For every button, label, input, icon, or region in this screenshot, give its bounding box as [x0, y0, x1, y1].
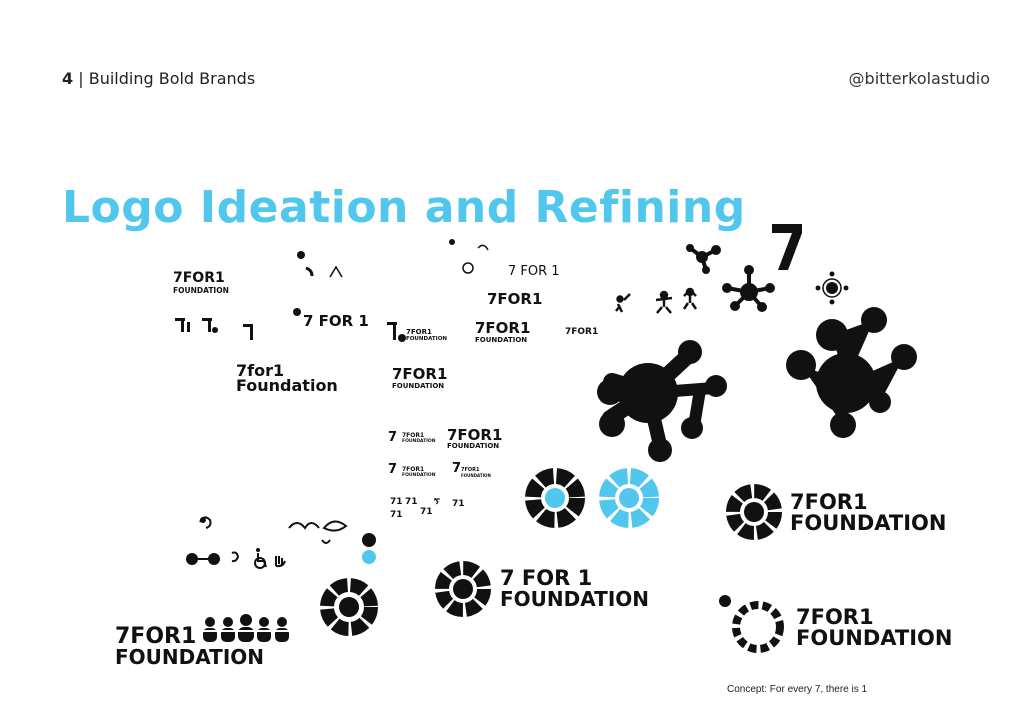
- molecule-icon-small: [686, 244, 721, 274]
- open-circle-lockup-icon: [719, 595, 784, 653]
- wordmark-stack-3-line1: 7FOR1: [392, 365, 448, 383]
- circle-lockup-center-icon: [435, 561, 491, 617]
- wordmark-stack-2-line1: 7FOR1: [475, 319, 531, 337]
- sketch-marks-top: [297, 239, 489, 278]
- wordmark-stack-3-line2: FOUNDATION: [392, 382, 445, 390]
- human-figure-sketches: [615, 287, 698, 314]
- seven-glyph-sketches: [175, 308, 406, 342]
- grunge-seven-icon: [772, 224, 802, 270]
- dot-pair-mark: [362, 533, 376, 564]
- header-separator: |: [78, 69, 84, 88]
- concept-caption: Concept: For every 7, there is 1: [727, 684, 868, 695]
- mini-lockup-d-line1: 7FOR1: [461, 467, 480, 473]
- tiny-glyph-1: 71: [390, 497, 403, 507]
- circle-lockup-right-line2: FOUNDATION: [790, 511, 947, 535]
- studio-handle: @bitterkolastudio: [848, 69, 990, 88]
- mini-lockup-b-line1: 7FOR1: [402, 432, 425, 439]
- tiny-glyph-4: ኘ: [434, 497, 440, 507]
- people-lockup-line1: 7FOR1: [115, 624, 197, 649]
- wordmark-lower-line1: 7for1: [236, 361, 285, 380]
- wordmark-stack-4-line1: 7FOR1: [447, 426, 503, 444]
- open-circle-lockup-line1: 7FOR1: [796, 605, 874, 629]
- wordmark-mini-a-line1: 7FOR1: [406, 328, 432, 336]
- circle-lockup-center-line1: 7 FOR 1: [500, 566, 593, 590]
- wordmark-stack-1-line1: 7FOR1: [173, 270, 225, 286]
- mini-lockup-b-mark: 7: [388, 430, 398, 445]
- circle-lockup-center-line2: FOUNDATION: [500, 587, 649, 611]
- mini-lockup-c-line1: 7FOR1: [402, 466, 425, 473]
- page-title: Logo Ideation and Refining: [62, 182, 746, 233]
- accessibility-icon-sketches: [186, 516, 348, 569]
- tiny-glyph-5: 71: [452, 499, 465, 509]
- people-lockup-line2: FOUNDATION: [115, 645, 264, 669]
- wordmark-stack-1-line2: FOUNDATION: [173, 286, 229, 295]
- mini-lockup-d-mark: 7: [452, 461, 462, 476]
- tiny-glyph-2: 71: [405, 497, 418, 507]
- segmented-circle-black: [525, 468, 585, 528]
- tiny-glyph-6: 71: [390, 510, 403, 520]
- segmented-circle-blue: [599, 468, 659, 528]
- mini-lockup-b-line2: FOUNDATION: [402, 439, 436, 444]
- wordmark-lower-line2: Foundation: [236, 376, 338, 395]
- blob-mark-large-left: [597, 340, 727, 462]
- wordmark-inline-1: 7 FOR 1: [303, 312, 369, 330]
- circle-lockup-right-icon: [726, 484, 782, 540]
- open-circle-lockup-line2: FOUNDATION: [796, 626, 953, 650]
- wordmark-mini-a-line2: FOUNDATION: [406, 336, 447, 342]
- circle-lockup-right-line1: 7FOR1: [790, 490, 868, 514]
- wordmark-plain-1: 7 FOR 1: [508, 264, 560, 279]
- tiny-glyph-3: 71: [420, 507, 433, 517]
- molecule-icon-star: [722, 265, 775, 312]
- mini-lockup-d-line2: FOUNDATION: [461, 473, 491, 478]
- segmented-circle-standalone: [320, 578, 378, 636]
- sun-dot-icon: [815, 271, 849, 305]
- people-row-icon: [202, 614, 292, 642]
- wordmark-stack-4-line2: FOUNDATION: [447, 442, 500, 450]
- wordmark-small-1: 7FOR1: [565, 327, 599, 337]
- page-header-left: 4 | Building Bold Brands: [62, 69, 255, 88]
- wordmark-stack-2-line2: FOUNDATION: [475, 336, 528, 344]
- mini-lockup-c-mark: 7: [388, 462, 398, 477]
- blob-mark-large-right: [786, 307, 917, 438]
- page-number: 4: [62, 69, 74, 88]
- section-title: Building Bold Brands: [88, 69, 256, 88]
- wordmark-bold-1: 7FOR1: [487, 290, 543, 308]
- mini-lockup-c-line2: FOUNDATION: [402, 473, 436, 478]
